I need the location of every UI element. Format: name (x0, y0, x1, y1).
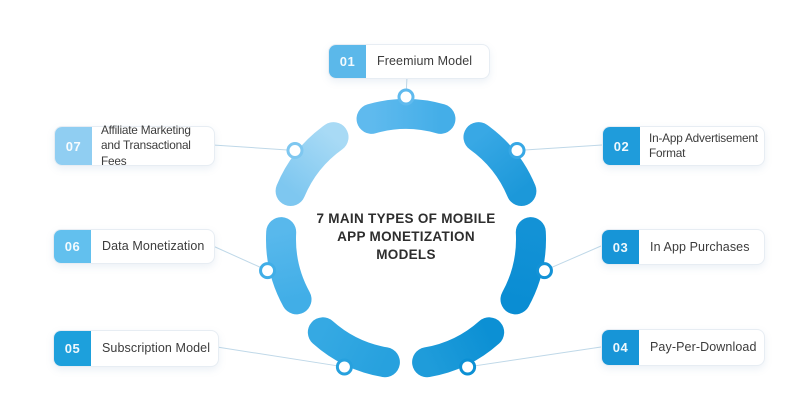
item-card-in-app-advertisement: 02 In-App Advertisement Format (602, 126, 765, 166)
connector-line (467, 346, 602, 368)
segment-dot-07 (286, 141, 304, 159)
item-card-affiliate-marketing: 07 Affiliate Marketing and Transactional… (54, 123, 215, 168)
segment-dot-05 (335, 358, 353, 376)
item-label: Data Monetization (102, 239, 205, 254)
connector-line (516, 144, 603, 151)
center-title-line: APP MONETIZATION (337, 229, 475, 244)
ring-segment-03 (500, 217, 546, 315)
item-label: Freemium Model (377, 54, 473, 69)
center-title: 7 MAIN TYPES OF MOBILE APP MONETIZATION … (296, 210, 516, 264)
item-card-data-monetization: 06 Data Monetization (53, 229, 215, 264)
ring-segment-01 (356, 99, 456, 134)
item-number-badge: 02 (603, 127, 640, 165)
item-number-badge: 04 (602, 330, 639, 365)
item-label: In-App Advertisement Format (649, 130, 758, 160)
segment-dot-04 (459, 358, 477, 376)
item-card-freemium-model: 01 Freemium Model (328, 44, 490, 79)
ring-segment-06 (266, 217, 312, 315)
center-title-line: 7 MAIN TYPES OF MOBILE (316, 211, 496, 226)
item-card-in-app-purchases: 03 In App Purchases (601, 229, 765, 265)
ring-segment-07 (275, 122, 349, 207)
item-number-badge: 06 (54, 230, 91, 263)
connector-line (212, 245, 268, 272)
ring-segment-04 (412, 317, 505, 378)
ring-segment-05 (307, 317, 400, 378)
item-label: In App Purchases (650, 239, 750, 254)
segment-dot-01 (397, 88, 415, 106)
item-label: Pay-Per-Download (650, 340, 757, 355)
item-number-badge: 07 (55, 127, 92, 165)
item-card-subscription-model: 05 Subscription Model (53, 330, 219, 367)
segment-dot-03 (535, 262, 553, 280)
item-number-badge: 03 (602, 230, 639, 264)
center-title-line: MODELS (376, 247, 436, 262)
connector-line (544, 245, 602, 272)
item-number-badge: 05 (54, 331, 91, 366)
item-label: Subscription Model (102, 341, 211, 356)
item-card-pay-per-download: 04 Pay-Per-Download (601, 329, 765, 366)
segment-dot-06 (259, 262, 277, 280)
ring-segment-02 (463, 122, 537, 207)
item-label: Affiliate Marketing and Transactional Fe… (101, 123, 191, 168)
item-number-badge: 01 (329, 45, 366, 78)
connector-line (216, 346, 345, 368)
segment-dot-02 (508, 141, 526, 159)
connector-line (212, 144, 296, 151)
